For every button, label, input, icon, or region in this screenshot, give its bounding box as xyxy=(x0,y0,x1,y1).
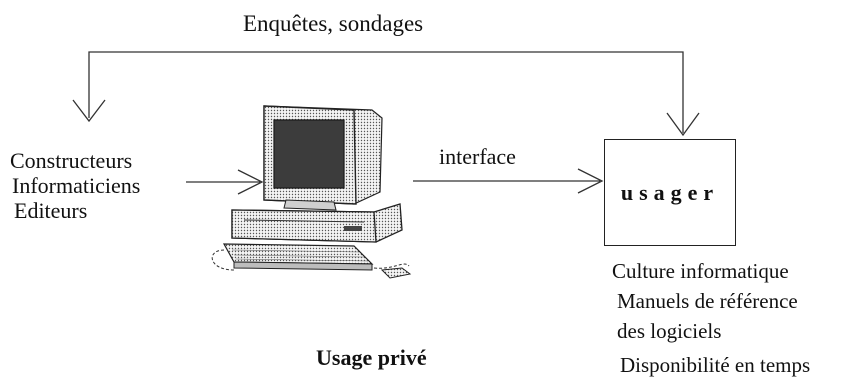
resource-label: Culture informatique xyxy=(612,259,789,283)
arrow-interface xyxy=(413,168,604,194)
feedback-arrow-right xyxy=(666,112,700,137)
top-label: Enquêtes, sondages xyxy=(243,11,424,36)
desktop-computer-icon xyxy=(211,105,412,279)
resource-label: Disponibilité en temps xyxy=(620,353,811,377)
usager-box: usager xyxy=(604,139,736,246)
resource-label: des logiciels xyxy=(617,319,722,343)
feedback-loop-line xyxy=(88,51,684,133)
bottom-caption: Usage privé xyxy=(316,345,427,370)
arrow-to-computer xyxy=(186,169,264,195)
producers-list: Constructeurs Informaticiens Editeurs xyxy=(10,148,140,223)
interface-label: interface xyxy=(439,144,516,169)
producer-label: Constructeurs xyxy=(10,148,133,173)
feedback-arrow-left xyxy=(72,58,106,123)
resource-label: Manuels de référence xyxy=(617,289,798,313)
producer-label: Informaticiens xyxy=(12,173,141,198)
producer-label: Editeurs xyxy=(14,198,88,223)
user-resources-list: Culture informatique Manuels de référenc… xyxy=(612,256,810,380)
usager-label: usager xyxy=(620,180,720,205)
